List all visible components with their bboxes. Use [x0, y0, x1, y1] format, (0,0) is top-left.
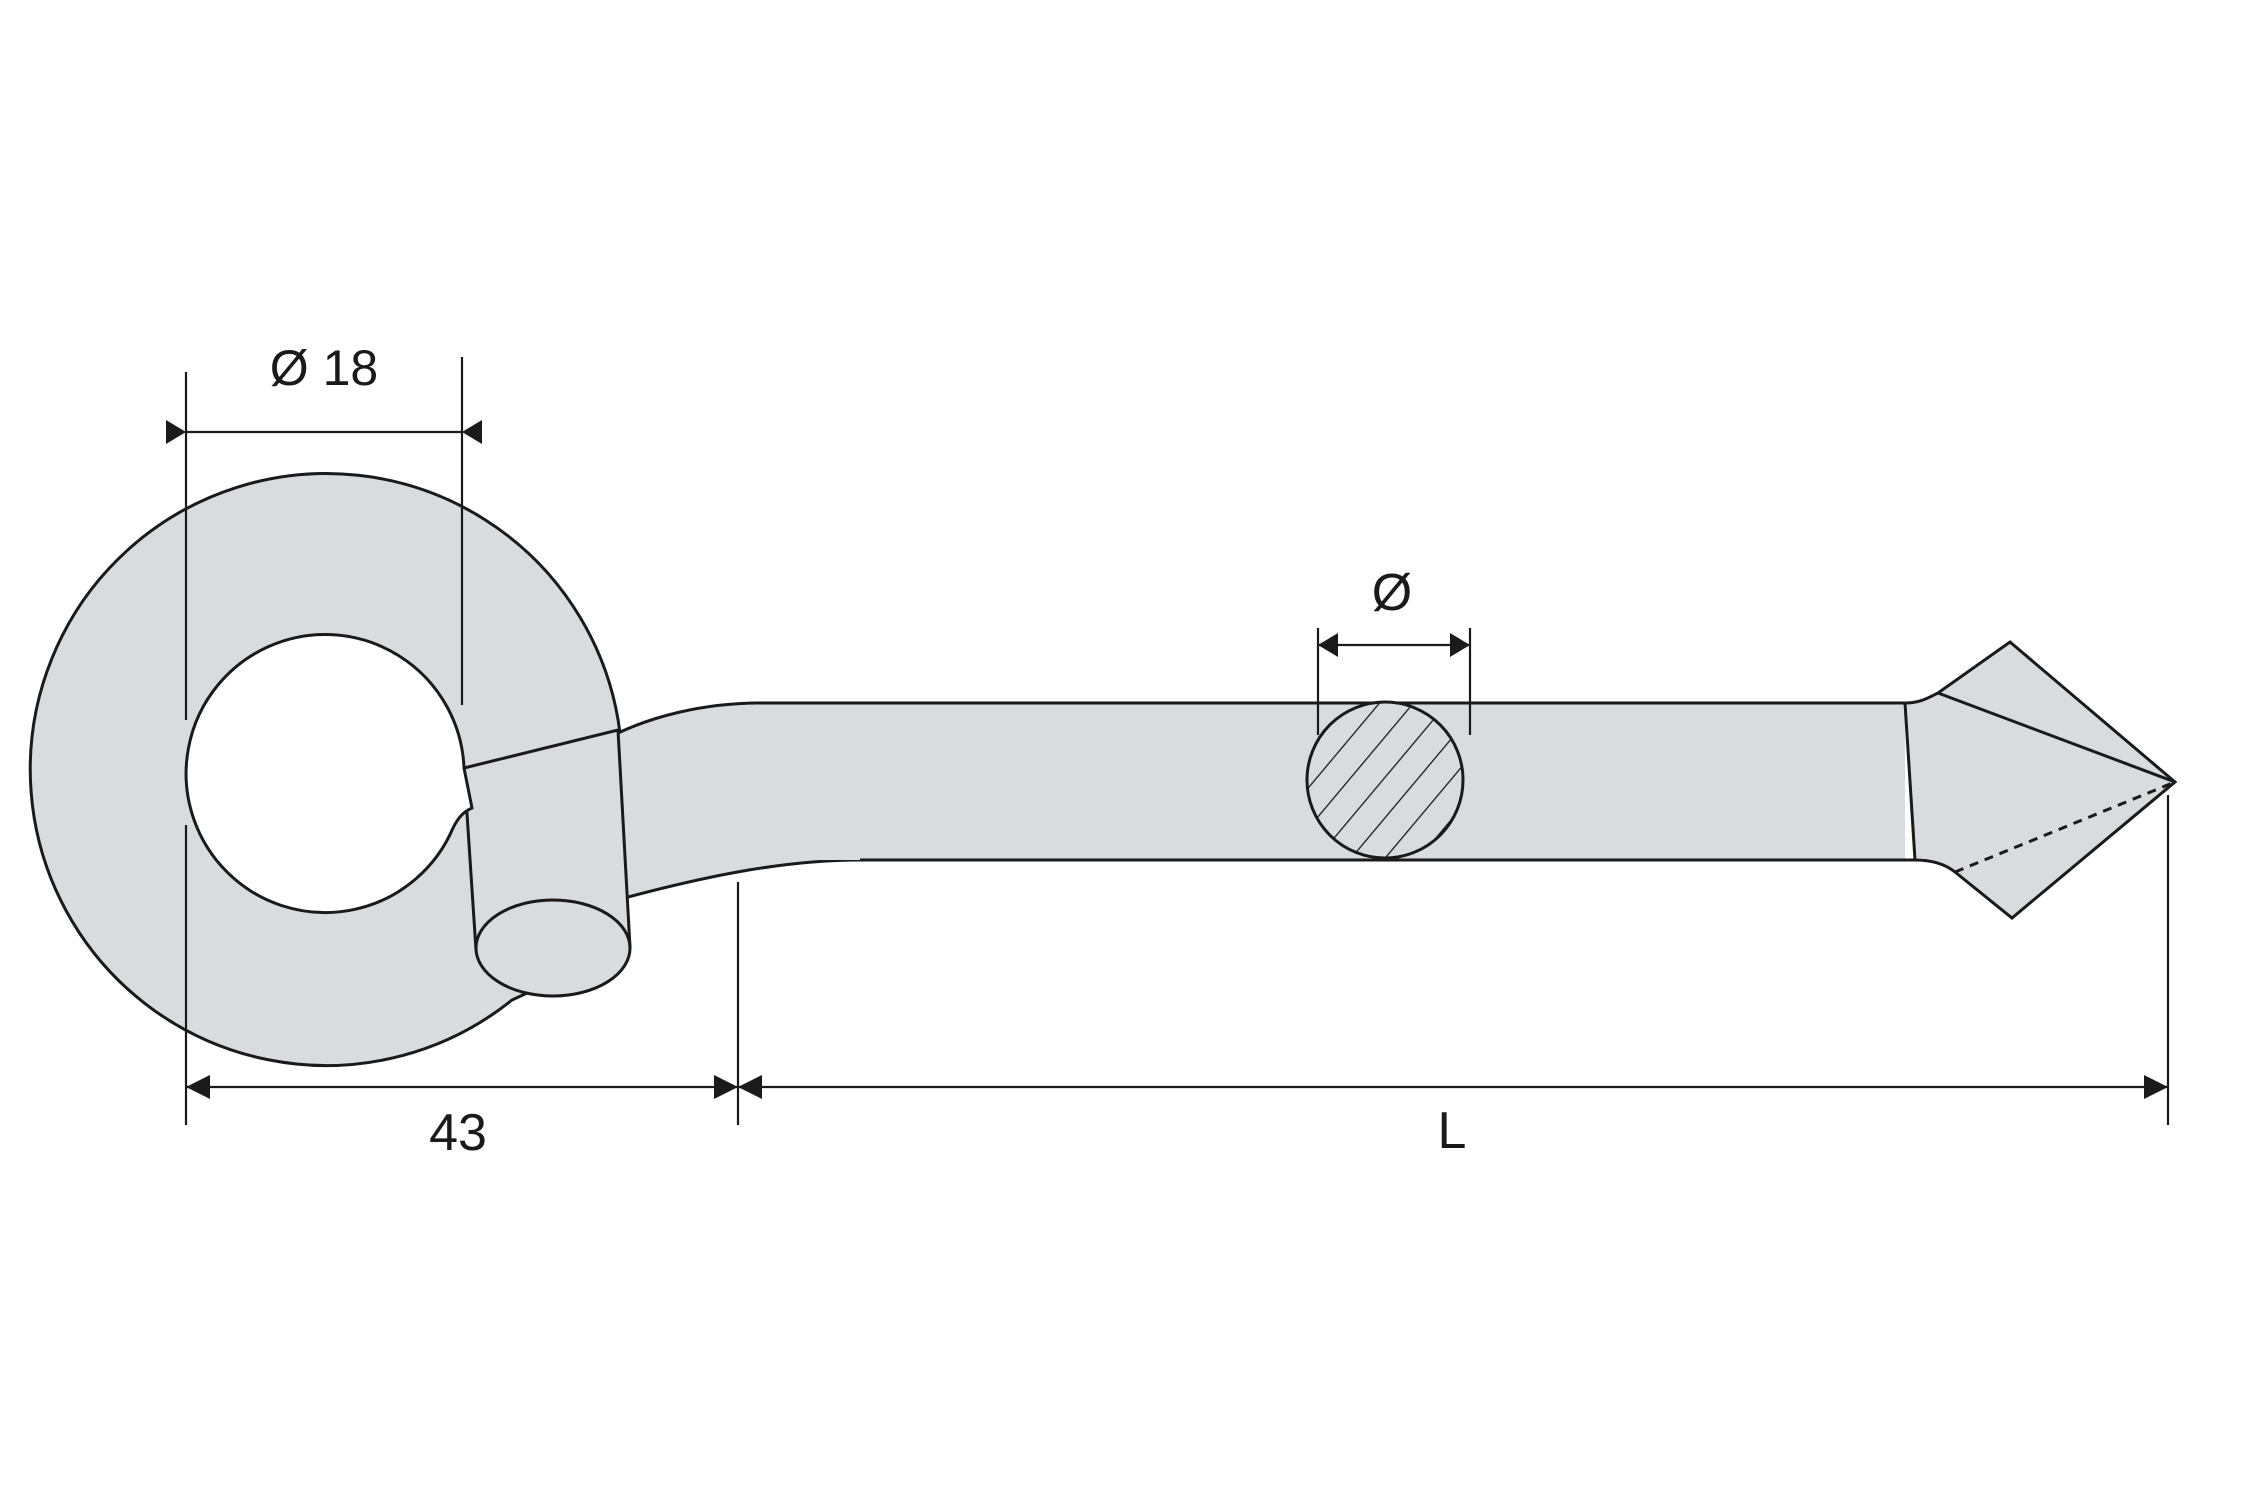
tip-facet-edge [1937, 691, 2176, 784]
neck-bottom-curve [627, 858, 861, 899]
rod-cross-section [1305, 700, 1465, 860]
wire-cut-end [474, 898, 632, 998]
dimension-rod-diameter [1316, 628, 1472, 735]
rod-diameter-label: Ø [1372, 564, 1412, 622]
tip-hidden-edge [1954, 780, 2176, 874]
neck-top-curve [617, 701, 761, 735]
rod [755, 640, 2178, 920]
eye-diameter-label: Ø 18 [270, 340, 378, 396]
dimension-eye-offset [186, 882, 740, 1125]
eye-ring [28, 472, 861, 1068]
dimension-eye-diameter [166, 357, 482, 1125]
dimension-length [738, 795, 2170, 1125]
length-label: L [1438, 1102, 1467, 1160]
eye-offset-label: 43 [429, 1104, 487, 1162]
eye-inner-hole [184, 633, 474, 914]
rod-tip [1903, 640, 2178, 920]
eye-neck [618, 703, 860, 897]
